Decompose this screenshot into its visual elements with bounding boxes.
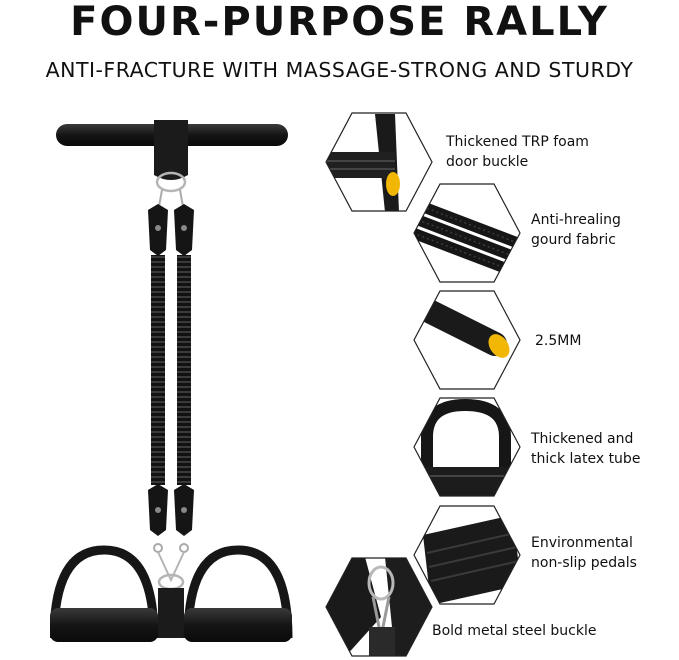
- left-tube: [148, 189, 168, 553]
- foam-handle-icon: [413, 290, 521, 390]
- page-subtitle: ANTI-FRACTURE WITH MASSAGE-STRONG AND ST…: [45, 58, 634, 82]
- latex-tube-icon: [413, 397, 521, 497]
- feature-label-steel-buckle: Bold metal steel buckle: [432, 623, 597, 639]
- right-tube: [174, 189, 194, 553]
- pedal-icon: [413, 505, 521, 605]
- gourd-fabric-icon: [413, 183, 521, 283]
- left-pedal: [50, 545, 159, 642]
- page-title: FOUR-PURPOSE RALLY: [70, 0, 609, 45]
- pedal-strap: [158, 588, 184, 638]
- steel-buckle-icon: [325, 557, 433, 657]
- right-pedal: [183, 545, 293, 642]
- feature-label-handle-thickness: 2.5MM: [535, 333, 582, 349]
- door-buckle-icon: [325, 112, 433, 212]
- handle-strap: [154, 120, 188, 180]
- pedal-resistance-band-image: [50, 120, 293, 642]
